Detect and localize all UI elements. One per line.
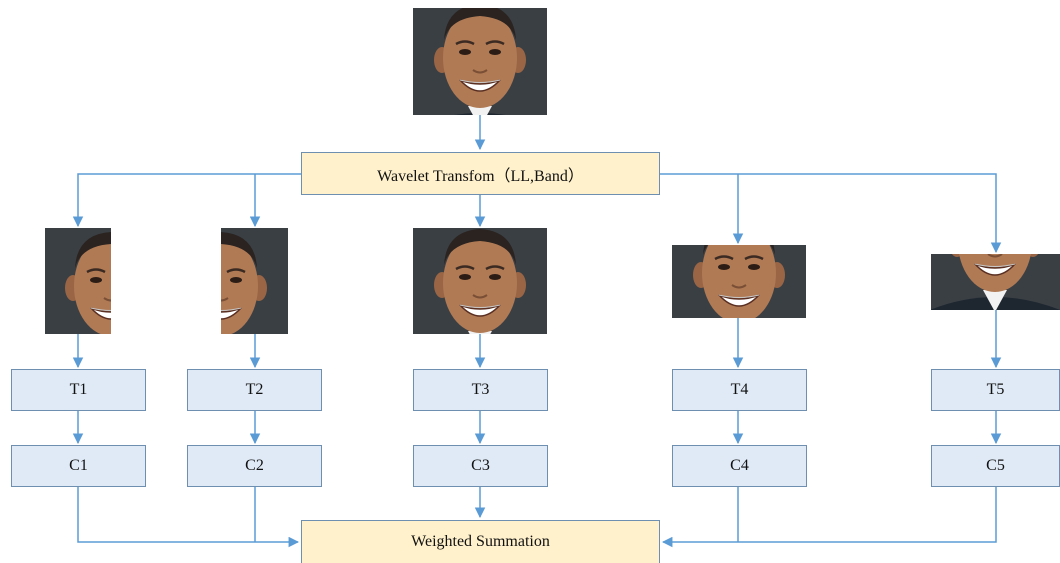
face-picture bbox=[931, 254, 1060, 310]
face-photo-left-half bbox=[45, 228, 111, 334]
c2-box: C2 bbox=[187, 445, 322, 487]
t5-box: T5 bbox=[931, 369, 1060, 411]
c4-box: C4 bbox=[672, 445, 807, 487]
face-picture bbox=[45, 228, 111, 334]
face-picture bbox=[672, 245, 806, 318]
wavelet-transform-box: Wavelet Transfom（LL,Band） bbox=[301, 152, 660, 195]
c3-box: C3 bbox=[413, 445, 548, 487]
face-photo-original bbox=[413, 8, 547, 115]
face-photo-mouth-band bbox=[931, 254, 1060, 310]
weighted-summation-box: Weighted Summation bbox=[301, 520, 660, 563]
face-picture bbox=[413, 8, 547, 115]
face-photo-full bbox=[413, 228, 547, 334]
face-photo-right-half bbox=[221, 228, 288, 334]
t4-box: T4 bbox=[672, 369, 807, 411]
t3-box: T3 bbox=[413, 369, 548, 411]
t2-box: T2 bbox=[187, 369, 322, 411]
c1-box: C1 bbox=[11, 445, 146, 487]
face-picture bbox=[413, 228, 547, 334]
t1-box: T1 bbox=[11, 369, 146, 411]
face-picture bbox=[221, 228, 288, 334]
face-photo-mid-band bbox=[672, 245, 806, 318]
c5-box: C5 bbox=[931, 445, 1060, 487]
